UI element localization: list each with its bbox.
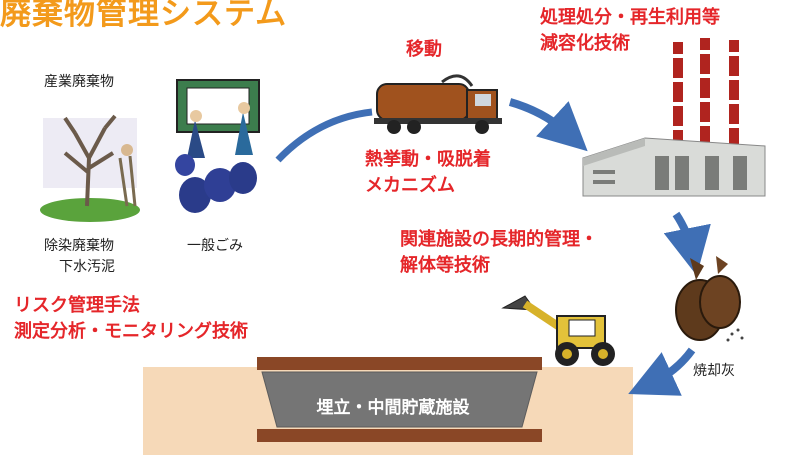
risk-management-label-line1: リスク管理手法 <box>14 295 140 316</box>
arrow-truck-to-plant <box>508 98 588 152</box>
treatment-label-line1: 処理処分・再生利用等 <box>540 7 720 28</box>
facility-management-label-line1: 関連施設の長期的管理・ <box>400 229 598 250</box>
decontamination-waste-label: 除染廃棄物 <box>44 238 114 254</box>
general-waste-label: 一般ごみ <box>187 238 243 254</box>
thermal-label-line1: 熱挙動・吸脱着 <box>365 149 491 170</box>
risk-management-label-line2: 測定分析・モニタリング技術 <box>14 321 248 342</box>
treatment-label: 処理処分・再生利用等 減容化技術 <box>540 5 720 57</box>
treatment-label-line2: 減容化技術 <box>540 33 630 54</box>
ash-bags-icon <box>675 256 744 342</box>
thermal-label-line2: メカニズム <box>365 175 455 196</box>
sewage-sludge-label: 下水汚泥 <box>59 259 115 275</box>
transport-label: 移動 <box>406 39 442 60</box>
facility-management-label: 関連施設の長期的管理・ 解体等技術 <box>400 227 598 279</box>
arrow-collect-to-truck <box>275 108 373 163</box>
garbage-collectors-icon <box>175 79 260 213</box>
industrial-waste-label: 産業廃棄物 <box>44 74 114 90</box>
risk-management-label: リスク管理手法 測定分析・モニタリング技術 <box>14 293 248 345</box>
arrow-plant-to-ash <box>663 211 711 276</box>
incineration-ash-label: 焼却灰 <box>693 363 735 379</box>
thermal-label: 熱挙動・吸脱着 メカニズム <box>365 147 491 199</box>
facility-management-label-line2: 解体等技術 <box>400 255 490 276</box>
dead-tree-icon <box>40 114 140 222</box>
garbage-truck-icon <box>374 74 502 134</box>
incineration-plant-icon <box>582 38 766 197</box>
page-title: 廃棄物管理システム <box>0 0 288 32</box>
landfill-label: 埋立・中間貯蔵施設 <box>316 398 470 418</box>
bulldozer-icon <box>501 295 615 366</box>
arrow-ash-to-landfill <box>628 347 696 396</box>
